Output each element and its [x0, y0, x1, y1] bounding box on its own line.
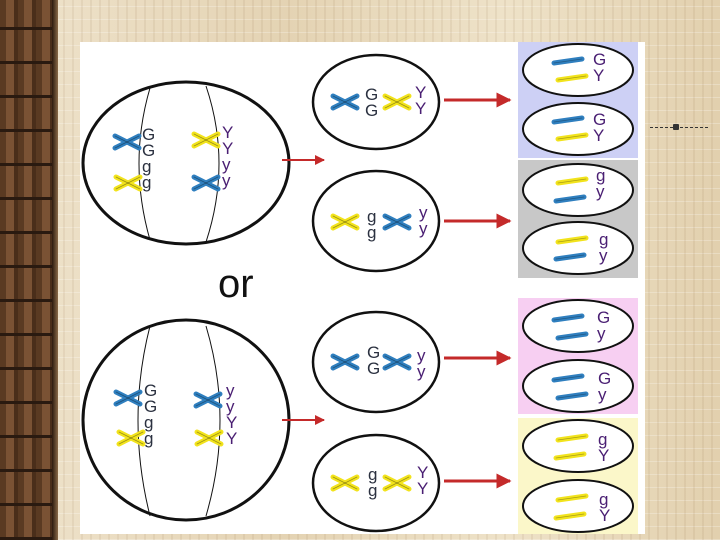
- chromatid-blue-25: [555, 331, 589, 341]
- parent-bottom-left-labels: G G g g: [144, 381, 158, 448]
- daughter-bottom-2-left-labels: g g: [368, 465, 378, 500]
- daughter-top-1-right-labels: Y Y: [415, 83, 427, 118]
- wood-spine-edge: [52, 0, 58, 540]
- chromatid-blue-21: [553, 194, 587, 204]
- gamete-cell-6: [522, 359, 634, 413]
- gamete-1-labels: G Y: [593, 50, 607, 85]
- spindle-fiber-bottom-right: [205, 325, 221, 517]
- spindle-fiber-top-right: [205, 85, 220, 243]
- gamete-6-labels: G y: [598, 369, 612, 404]
- chromatid-blue-27: [555, 391, 589, 401]
- chromatid-yellow-30: [555, 493, 589, 503]
- chromatid-blue-23: [553, 252, 587, 262]
- chromosome-yellow-10: [330, 213, 360, 231]
- or-separator: or: [218, 262, 254, 306]
- chromatid-yellow-31: [553, 511, 587, 521]
- chromosome-yellow-6: [116, 429, 146, 447]
- gamete-3-labels: g y: [596, 166, 606, 201]
- daughter-top-2-left-labels: g g: [367, 207, 377, 242]
- parent-cell-bottom: [81, 318, 291, 522]
- gamete-8-labels: g Y: [599, 490, 611, 525]
- gamete-cell-4: [522, 221, 634, 275]
- parent-top-left-labels: G G g g: [142, 125, 156, 192]
- chromatid-yellow-28: [555, 433, 589, 443]
- chromosome-blue-3: [191, 174, 221, 192]
- daughter-cell-bottom-1: [311, 310, 441, 414]
- legend-marker: [673, 124, 679, 130]
- gamete-cell-1: [522, 43, 634, 97]
- gamete-cell-5: [522, 299, 634, 353]
- gamete-cell-3: [522, 163, 634, 217]
- chromosome-yellow-2: [113, 174, 143, 192]
- chromosome-blue-0: [112, 133, 142, 151]
- chromosome-yellow-14: [330, 474, 360, 492]
- wood-spine-border: [0, 0, 58, 540]
- chromosomes: [112, 56, 589, 521]
- daughter-cell-bottom-2: [311, 433, 441, 533]
- chromatid-blue-18: [551, 115, 585, 125]
- chromatid-yellow-19: [555, 132, 589, 142]
- chromosome-blue-5: [193, 391, 223, 409]
- daughter-cell-top-1: [311, 53, 441, 151]
- chromatid-yellow-17: [555, 73, 589, 83]
- chromosome-blue-12: [330, 353, 360, 371]
- chromosome-yellow-15: [382, 474, 412, 492]
- daughter-bottom-1-right-labels: y y: [417, 346, 426, 381]
- parent-bottom-right-labels: y y Y Y: [226, 381, 238, 448]
- gamete-5-labels: G y: [597, 308, 611, 343]
- parent-cell-top: [81, 80, 291, 246]
- legend-dashed-line: [650, 127, 708, 128]
- chromosome-yellow-1: [191, 131, 221, 149]
- chromosome-blue-13: [382, 353, 412, 371]
- spindle-fiber-bottom-left: [137, 325, 151, 517]
- gamete-cell-2: [522, 102, 634, 156]
- spindle-fiber-top-left: [138, 87, 151, 241]
- chromatid-yellow-29: [553, 451, 587, 461]
- gamete-4-labels: g y: [599, 230, 609, 265]
- chromosome-blue-4: [113, 389, 143, 407]
- chromatid-blue-26: [551, 373, 585, 383]
- chromatid-blue-16: [551, 56, 585, 66]
- daughter-top-1-left-labels: G G: [365, 85, 379, 120]
- gamete-7-labels: g Y: [598, 430, 610, 465]
- daughter-bottom-1-left-labels: G G: [367, 343, 381, 378]
- chromosome-yellow-9: [382, 93, 412, 111]
- gamete-cell-8: [522, 479, 634, 533]
- gamete-2-labels: G Y: [593, 110, 607, 145]
- gamete-cell-7: [522, 419, 634, 473]
- chromatid-yellow-20: [555, 176, 589, 186]
- daughter-bottom-2-right-labels: Y Y: [417, 463, 429, 498]
- chromatid-yellow-22: [555, 235, 589, 245]
- chromosome-blue-8: [330, 93, 360, 111]
- daughter-top-2-right-labels: y y: [419, 203, 428, 238]
- chromosome-blue-11: [382, 213, 412, 231]
- chromatid-blue-24: [551, 313, 585, 323]
- chromosome-yellow-7: [194, 429, 224, 447]
- parent-top-right-labels: Y Y y y: [222, 123, 234, 190]
- daughter-cell-top-2: [311, 169, 441, 273]
